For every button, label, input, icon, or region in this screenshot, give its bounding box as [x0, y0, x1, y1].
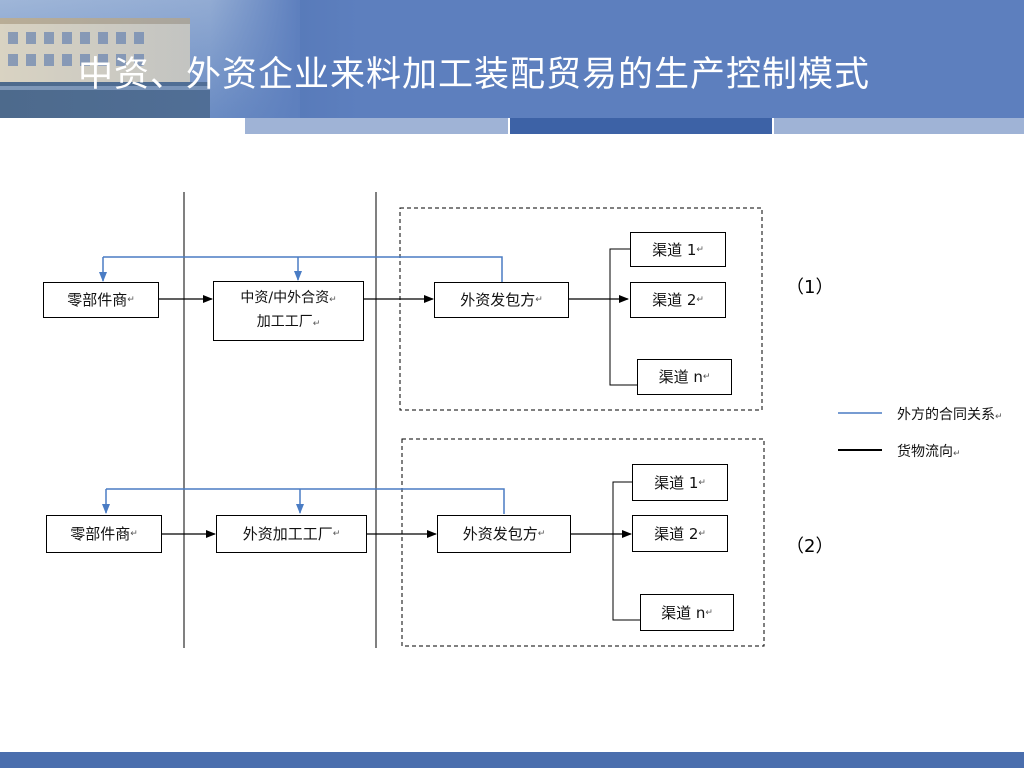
return-mark-icon: ↵: [329, 295, 337, 305]
d2-contract-line: [106, 488, 505, 514]
dashed-group-2: [401, 438, 765, 647]
d1-supplier-box: 零部件商↵: [43, 282, 159, 318]
header-stripe-4: [774, 118, 1024, 134]
return-mark-icon: ↵: [698, 477, 706, 488]
d1-channel-2-box: 渠道 2↵: [630, 282, 726, 318]
d2-supplier-box: 零部件商↵: [46, 515, 162, 553]
d1-factory-box: 中资/中外合资↵ 加工工厂↵: [213, 281, 364, 341]
d2-label: （2）: [786, 536, 834, 557]
d1-channel-2-label: 渠道 2: [652, 291, 697, 309]
d1-supplier-label: 零部件商: [67, 291, 128, 309]
d1-factory-label-line1: 中资/中外合资: [240, 290, 330, 306]
header-stripe-1: [0, 118, 243, 134]
return-mark-icon: ↵: [953, 449, 961, 459]
slide-header: 中资、外资企业来料加工装配贸易的生产控制模式: [0, 0, 1024, 118]
d2-channel-branch: [612, 481, 640, 621]
return-mark-icon: ↵: [702, 372, 711, 382]
d2-channel-2-box: 渠道 2↵: [632, 515, 728, 552]
legend-contract-label: 外方的合同关系↵: [897, 407, 1003, 423]
d2-channel-1-box: 渠道 1↵: [632, 464, 728, 501]
slide-title: 中资、外资企业来料加工装配贸易的生产控制模式: [78, 55, 871, 95]
return-mark-icon: ↵: [705, 607, 713, 618]
header-stripe-3: [510, 118, 772, 134]
d1-contractor-label: 外资发包方: [460, 291, 536, 309]
d2-channel-n-label: 渠道 n: [661, 603, 706, 622]
d2-supplier-label: 零部件商: [70, 525, 131, 543]
d2-factory-box: 外资加工工厂↵: [216, 515, 367, 553]
legend-goods-label: 货物流向↵: [897, 444, 961, 460]
d2-factory-label: 外资加工工厂: [242, 525, 333, 543]
d1-channel-branch: [609, 248, 637, 386]
return-mark-icon: ↵: [696, 244, 704, 255]
dashed-group-1: [399, 207, 763, 411]
d1-channel-n-box: 渠道 n↵: [637, 359, 732, 395]
d2-channel-n-box: 渠道 n↵: [640, 594, 734, 631]
d1-factory-label-line2: 加工工厂: [256, 314, 313, 330]
d2-channel-1-label: 渠道 1: [654, 473, 699, 492]
d1-contractor-box: 外资发包方↵: [434, 282, 569, 318]
campus-building-photo: [0, 0, 300, 118]
header-stripe-2: [245, 118, 508, 134]
return-mark-icon: ↵: [537, 529, 546, 539]
return-mark-icon: ↵: [696, 295, 704, 305]
d1-channel-n-label: 渠道 n: [658, 368, 703, 386]
d2-contractor-label: 外资发包方: [462, 525, 538, 543]
return-mark-icon: ↵: [130, 529, 138, 539]
d2-contractor-box: 外资发包方↵: [437, 515, 571, 553]
return-mark-icon: ↵: [127, 295, 135, 305]
d1-channel-1-box: 渠道 1↵: [630, 232, 726, 267]
d1-label: （1）: [786, 277, 834, 298]
d1-contract-line: [103, 256, 503, 282]
d1-channel-1-label: 渠道 1: [652, 240, 697, 259]
d2-channel-2-label: 渠道 2: [654, 524, 699, 543]
return-mark-icon: ↵: [312, 319, 321, 329]
return-mark-icon: ↵: [535, 295, 543, 305]
return-mark-icon: ↵: [332, 529, 341, 539]
return-mark-icon: ↵: [995, 412, 1003, 422]
slide-footer-bar: [0, 752, 1024, 768]
return-mark-icon: ↵: [698, 528, 706, 539]
